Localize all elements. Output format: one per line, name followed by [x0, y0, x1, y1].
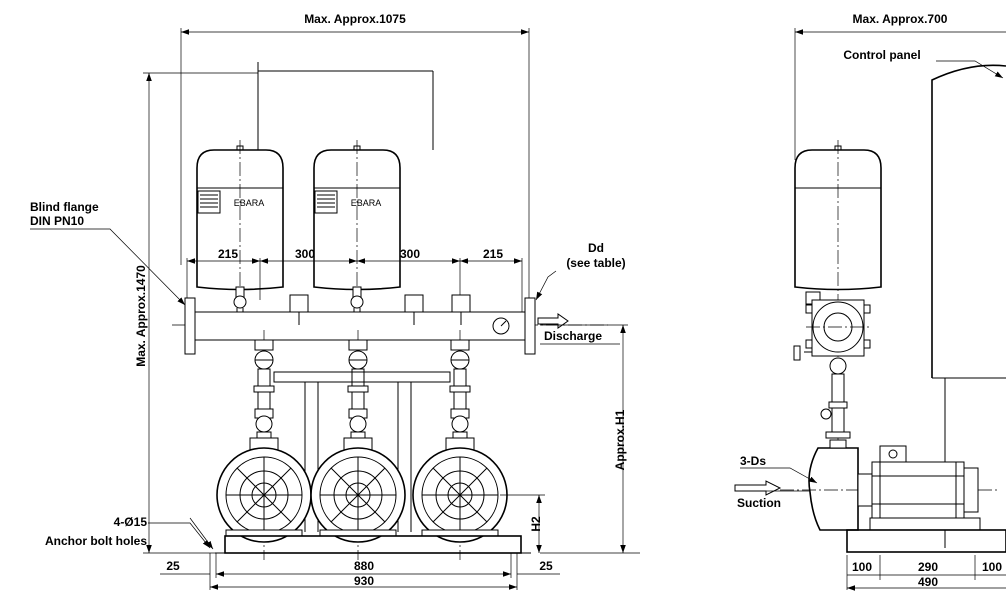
anchor-size: 4-Ø15 — [114, 515, 148, 529]
base-dimensions: 25 880 25 930 — [160, 553, 560, 590]
h2-label: H2 — [529, 516, 543, 532]
spacing-2: 300 — [295, 247, 315, 261]
tank-2-brand: EBARA — [351, 198, 382, 208]
spacing-1: 215 — [218, 247, 238, 261]
pressure-tank-1: EBARA — [196, 140, 284, 320]
control-panel: Control panel — [843, 48, 1006, 548]
side-header-flange — [793, 291, 872, 361]
blind-flange-spec: DIN PN10 — [30, 214, 84, 228]
overall-width-label: Max. Approx.1075 — [304, 12, 406, 26]
side-base — [846, 529, 1006, 553]
ds-label: 3-Ds — [740, 454, 766, 468]
control-panel-label: Control panel — [843, 48, 920, 62]
side-base-dimensions: 100 290 100 490 — [846, 555, 1006, 591]
base-margin-left: 25 — [166, 559, 180, 573]
tank-1-brand: EBARA — [234, 198, 265, 208]
overall-height-dimension: Max. Approx.1470 — [134, 72, 258, 554]
side-dim-left: 100 — [852, 560, 872, 574]
side-pump-motor — [780, 439, 1000, 531]
base-margin-right: 25 — [539, 559, 553, 573]
discharge-callout: Dd (see table) Discharge — [535, 241, 628, 345]
side-dim-middle: 290 — [918, 560, 938, 574]
base-outer: 930 — [354, 574, 374, 588]
dd-label: Dd — [588, 241, 604, 255]
discharge-label: Discharge — [544, 329, 602, 343]
pump-1 — [216, 437, 312, 543]
spacing-4: 215 — [483, 247, 503, 261]
anchor-callout: 4-Ø15 Anchor bolt holes — [45, 515, 211, 549]
blind-flange-label: Blind flange — [30, 200, 99, 214]
suction-callout: 3-Ds Suction — [734, 454, 818, 510]
spacing-3: 300 — [400, 247, 420, 261]
suction-label: Suction — [737, 496, 781, 510]
side-view: Max. Approx.700 Control panel — [734, 12, 1006, 591]
switch-frame — [257, 62, 434, 150]
pump-3 — [412, 437, 508, 543]
blind-flange-callout: Blind flange DIN PN10 — [30, 200, 186, 306]
side-width-label: Max. Approx.700 — [853, 12, 948, 26]
discharge-header — [172, 294, 608, 355]
overall-height-label: Max. Approx.1470 — [134, 265, 148, 367]
h1-label: Approx.H1 — [613, 409, 627, 470]
pressure-tank-2: EBARA — [313, 140, 401, 320]
dd-note: (see table) — [566, 256, 625, 270]
side-riser — [820, 357, 851, 439]
pump-2 — [310, 437, 406, 543]
overall-width-dimension: Max. Approx.1075 — [180, 12, 530, 300]
front-view: Max. Approx.1075 Max. Approx.1470 EBARA — [30, 12, 640, 590]
tank-spacing-dimensions: 215 300 300 215 — [186, 247, 523, 315]
base-inner: 880 — [354, 559, 374, 573]
side-dim-total: 490 — [918, 575, 938, 589]
h2-dimension: H2 — [500, 494, 545, 553]
side-dim-right: 100 — [982, 560, 1002, 574]
riser-3 — [449, 330, 471, 560]
side-width-dimension: Max. Approx.700 — [794, 12, 1006, 160]
anchor-label: Anchor bolt holes — [45, 534, 147, 548]
riser-1 — [253, 330, 275, 560]
h1-dimension: Approx.H1 — [540, 325, 640, 554]
